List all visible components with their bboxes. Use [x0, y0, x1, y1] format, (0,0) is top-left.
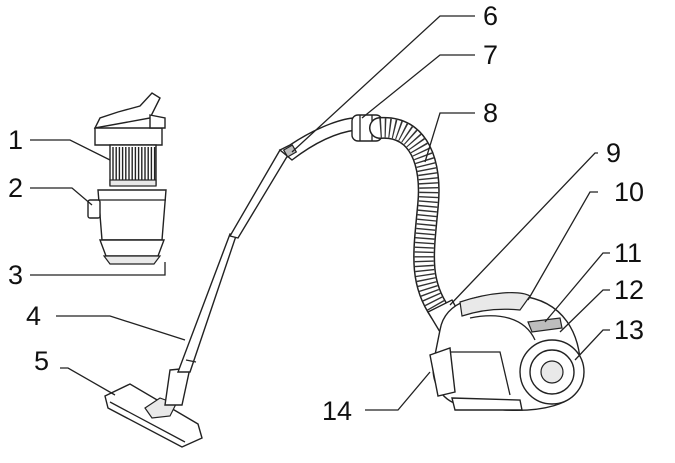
- leader-lines: [30, 15, 610, 411]
- telescopic-tube: [176, 149, 289, 373]
- callout-8: 8: [483, 98, 499, 128]
- handle: [278, 117, 357, 161]
- callout-5: 5: [34, 346, 50, 376]
- callout-14: 14: [322, 396, 353, 426]
- callout-12: 12: [614, 275, 645, 305]
- flexible-hose: [369, 116, 451, 323]
- callout-7: 7: [483, 40, 499, 70]
- callout-10: 10: [614, 177, 645, 207]
- callout-6: 6: [483, 1, 499, 31]
- callout-11: 11: [614, 238, 643, 268]
- callout-9: 9: [606, 138, 622, 168]
- dust-container-body: [97, 189, 167, 241]
- floor-nozzle: [104, 367, 203, 448]
- callout-1: 1: [8, 125, 24, 155]
- callout-2: 2: [8, 173, 24, 203]
- vacuum-body: [427, 292, 585, 412]
- callout-4: 4: [26, 301, 42, 331]
- dust-container-assembly: [87, 92, 167, 265]
- callout-13: 13: [614, 315, 645, 345]
- callout-3: 3: [8, 260, 24, 290]
- filter-cylinder: [109, 144, 157, 187]
